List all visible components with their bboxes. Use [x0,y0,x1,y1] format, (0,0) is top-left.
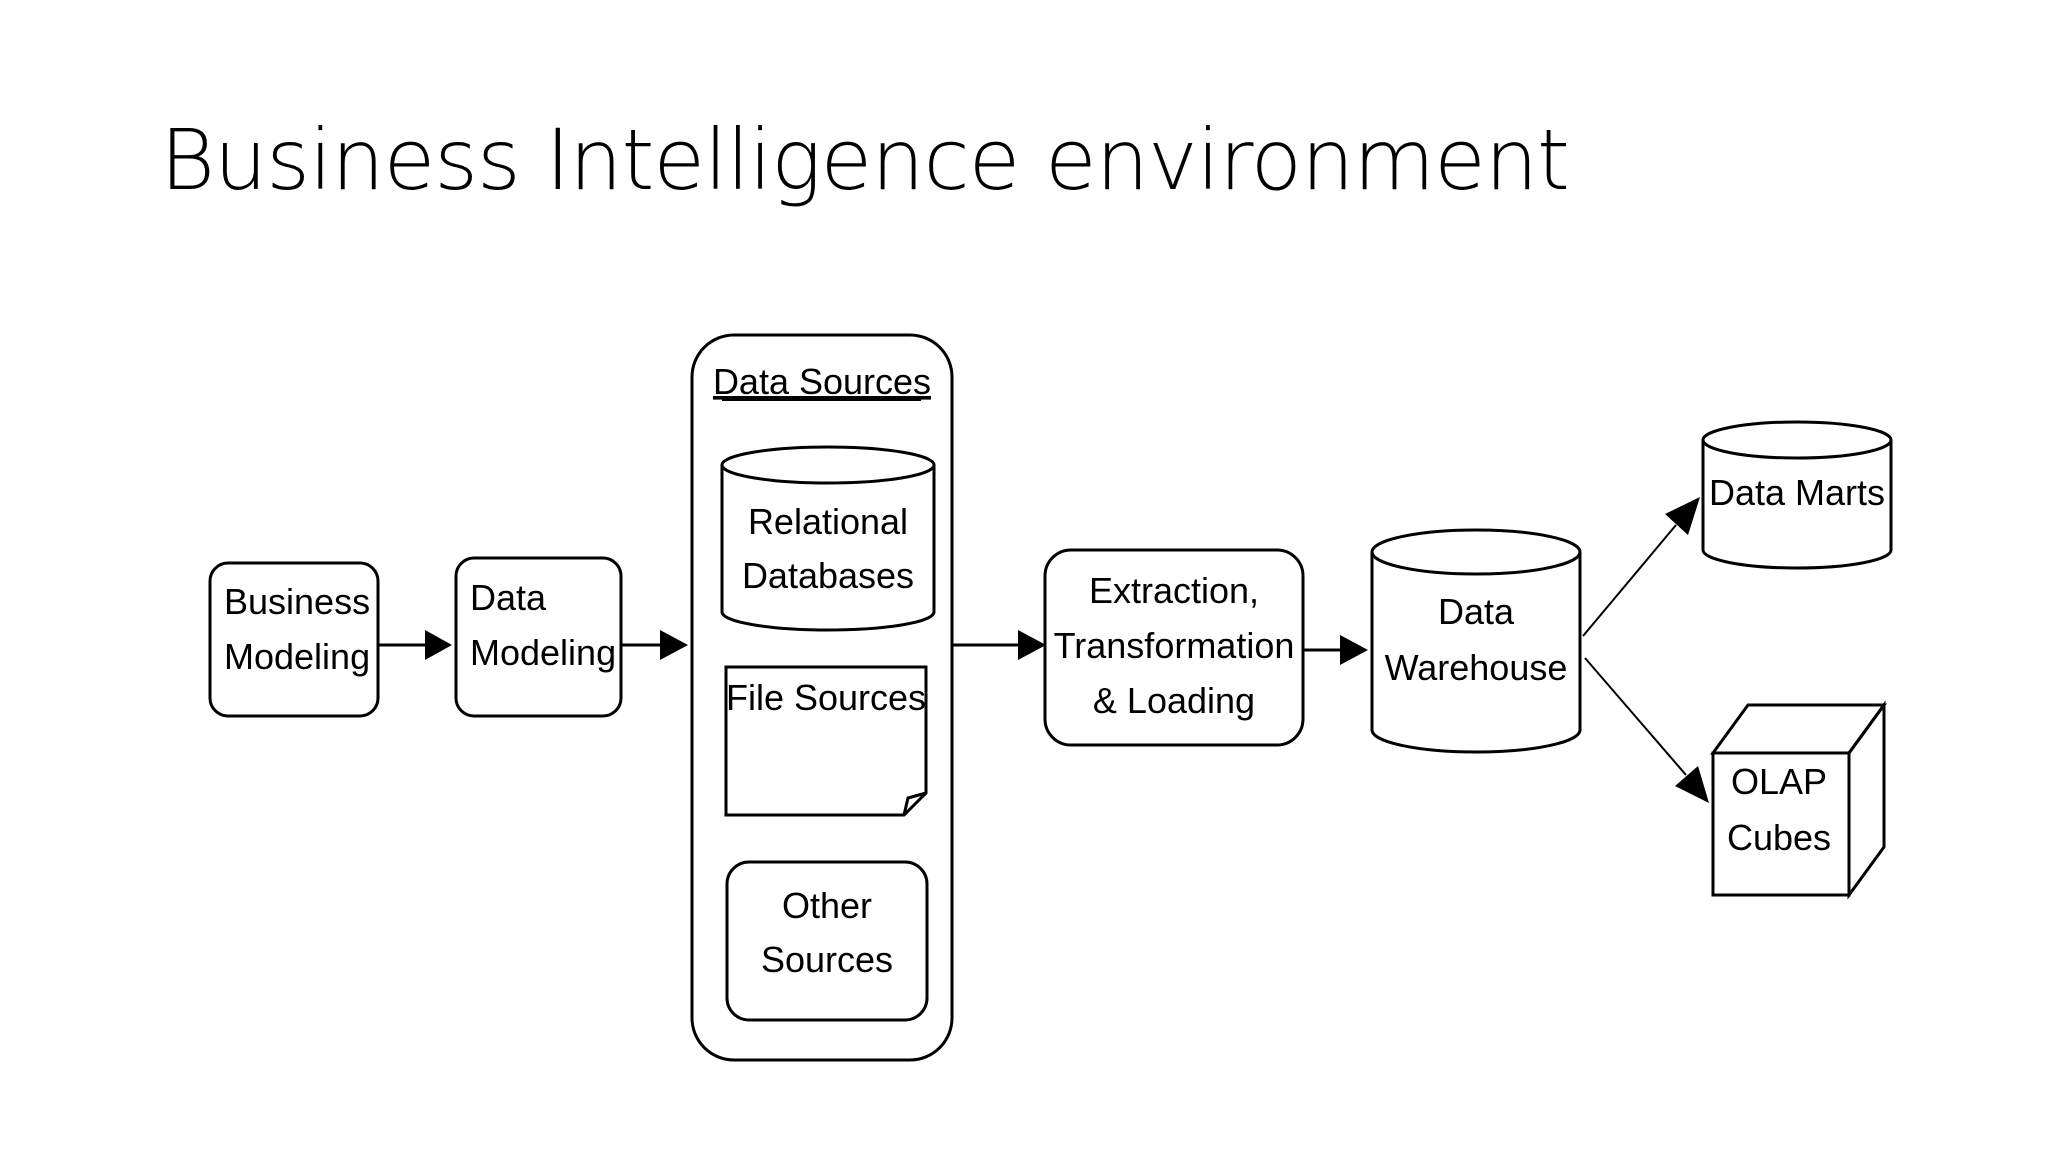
etl-label-line2: Transformation [1054,625,1295,666]
data-warehouse-node[interactable]: Data Warehouse [1370,528,1582,754]
file-sources-node[interactable]: File Sources [724,665,928,817]
arrow-sources-to-etl [952,630,1046,660]
relational-databases-node[interactable]: Relational Databases [720,445,936,632]
other-sources-node[interactable]: Other Sources [725,860,929,1022]
olap-cubes-label-line1: OLAP [1731,761,1827,802]
data-warehouse-label-line2: Warehouse [1385,647,1568,688]
data-sources-heading: Data Sources [713,361,931,402]
olap-cubes-node[interactable]: OLAP Cubes [1710,700,1887,900]
data-modeling-label-line2: Modeling [470,632,616,673]
business-modeling-label-line1: Business [224,581,370,622]
business-modeling-label-line2: Modeling [224,636,370,677]
data-modeling-node[interactable]: Data Modeling [454,556,623,718]
relational-databases-label-line2: Databases [742,555,914,596]
file-sources-label: File Sources [726,677,926,718]
data-marts-node[interactable]: Data Marts [1701,420,1893,570]
etl-node[interactable]: Extraction, Transformation & Loading [1043,548,1305,747]
arrow-business-to-data-modeling [378,630,452,660]
arrow-etl-to-warehouse [1303,635,1368,665]
relational-databases-label-line1: Relational [748,501,908,542]
business-modeling-node[interactable]: Business Modeling [208,561,380,718]
data-warehouse-label-line1: Data [1438,591,1515,632]
data-marts-label: Data Marts [1709,472,1885,513]
data-modeling-label-line1: Data [470,577,547,618]
etl-label-line3: & Loading [1093,680,1255,721]
other-sources-label-line2: Sources [761,939,893,980]
olap-cubes-label-line2: Cubes [1727,817,1831,858]
arrow-warehouse-to-olap-cubes [1584,657,1709,803]
arrow-warehouse-to-data-marts [1582,497,1700,637]
arrow-data-modeling-to-sources [621,630,688,660]
etl-label-line1: Extraction, [1089,570,1259,611]
page-title: Business Intelligence environment [160,111,1570,209]
other-sources-label-line1: Other [782,885,872,926]
